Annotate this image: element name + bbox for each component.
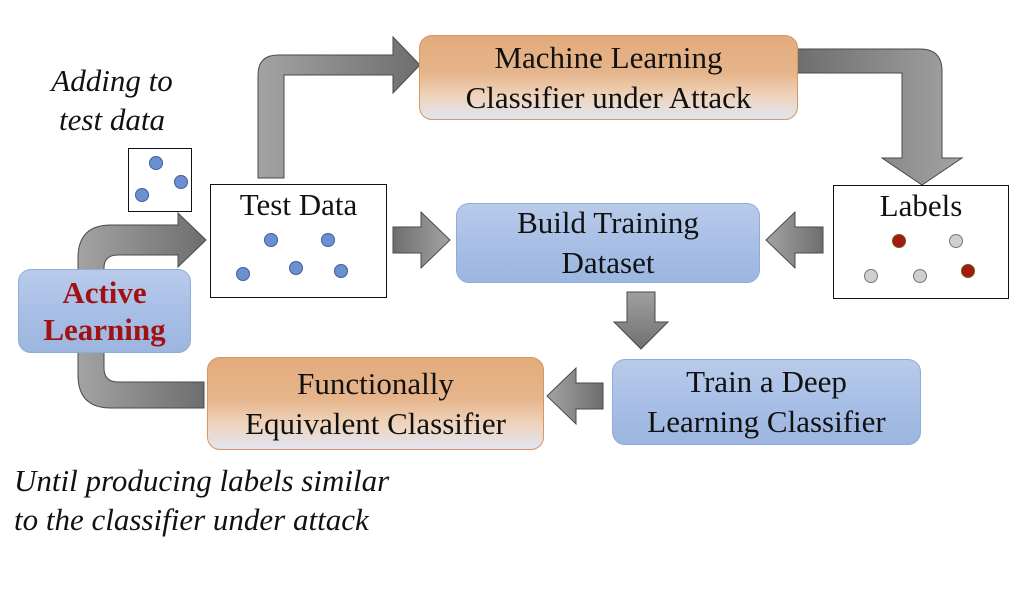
labels-box: Labels bbox=[833, 185, 1009, 299]
label-point-red bbox=[892, 234, 906, 248]
arrow-functional-to-active bbox=[77, 344, 205, 409]
data-point bbox=[135, 188, 149, 202]
data-point bbox=[264, 233, 278, 247]
active-learning-node: Active Learning bbox=[18, 269, 191, 353]
annotation-line: Adding to bbox=[51, 63, 173, 98]
annotation-adding-to-test-data: Adding to test data bbox=[42, 62, 182, 140]
annotation-line: to the classifier under attack bbox=[14, 501, 369, 537]
label-point-red bbox=[961, 264, 975, 278]
label-point-grey bbox=[913, 269, 927, 283]
node-label-line: Functionally bbox=[297, 365, 454, 401]
new-samples-box bbox=[128, 148, 192, 212]
node-label-line: Dataset bbox=[561, 245, 655, 280]
node-label-line: Active bbox=[62, 274, 147, 310]
label-point-grey bbox=[949, 234, 963, 248]
arrow-ml-classifier-to-labels bbox=[796, 48, 964, 186]
node-label-line: Equivalent Classifier bbox=[245, 405, 506, 441]
data-point bbox=[149, 156, 163, 170]
node-label-line: Classifier under Attack bbox=[465, 79, 752, 115]
node-label-line: Learning Classifier bbox=[647, 404, 886, 439]
arrow-labels-to-build bbox=[765, 210, 824, 270]
node-label-line: Machine Learning bbox=[494, 39, 723, 75]
node-label-line: Learning bbox=[43, 312, 166, 347]
arrow-testdata-to-ml-classifier bbox=[257, 35, 421, 179]
test-data-box: Test Data bbox=[210, 184, 387, 298]
arrow-train-to-functional bbox=[546, 366, 604, 426]
arrow-build-to-train bbox=[612, 291, 670, 350]
test-data-title: Test Data bbox=[239, 187, 358, 222]
build-training-dataset-node: Build Training Dataset bbox=[456, 203, 760, 283]
ml-classifier-under-attack-node: Machine Learning Classifier under Attack bbox=[419, 35, 798, 120]
labels-title: Labels bbox=[879, 188, 963, 223]
data-point bbox=[334, 264, 348, 278]
data-point bbox=[174, 175, 188, 189]
functionally-equivalent-classifier-node: Functionally Equivalent Classifier bbox=[207, 357, 544, 450]
node-label-line: Train a Deep bbox=[686, 364, 847, 400]
annotation-line: Until producing labels similar bbox=[14, 463, 390, 498]
annotation-line: test data bbox=[59, 101, 165, 137]
arrow-active-to-testdata bbox=[77, 211, 207, 273]
data-point bbox=[321, 233, 335, 247]
data-point bbox=[236, 267, 250, 281]
train-deep-learning-classifier-node: Train a Deep Learning Classifier bbox=[612, 359, 921, 445]
arrow-testdata-to-build bbox=[392, 210, 451, 270]
data-point bbox=[289, 261, 303, 275]
label-point-grey bbox=[864, 269, 878, 283]
annotation-stopping-condition: Until producing labels similar to the cl… bbox=[14, 462, 389, 540]
node-label-line: Build Training bbox=[517, 205, 699, 241]
